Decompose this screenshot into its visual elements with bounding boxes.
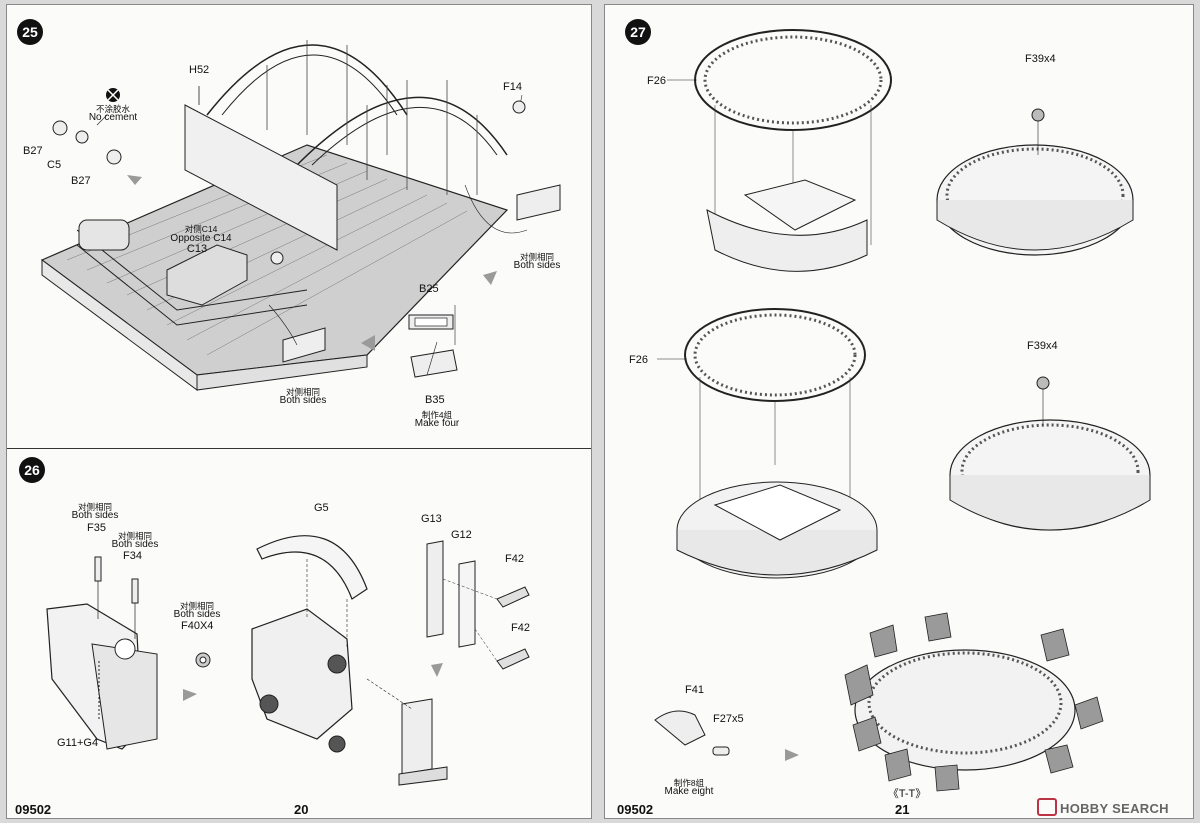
step-25-illustration (40, 40, 561, 391)
step-25-badge: 25 (17, 19, 43, 45)
label-f26-b: F26 (629, 354, 648, 366)
label-g11g4: G11+G4 (57, 737, 99, 749)
label-26-both-sides-zh-c: 对侧相同 (179, 601, 215, 611)
label-26-both-sides-en-c: Both sides (173, 609, 221, 620)
label-g5: G5 (314, 502, 329, 514)
label-h52: H52 (189, 64, 210, 76)
page-number-right: 21 (895, 802, 910, 817)
label-b25: B25 (419, 283, 439, 295)
label-make-eight-zh: 制作8组 (673, 778, 705, 788)
label-f14: F14 (503, 81, 522, 93)
label-b35: B35 (425, 394, 445, 406)
step-26-badge: 26 (19, 457, 45, 483)
label-b27-b: B27 (71, 175, 91, 187)
label-opposite-zh: 对侧C14 (184, 224, 218, 234)
label-tt: 《T-T》 (887, 788, 927, 800)
label-26-both-sides-en-b: Both sides (111, 539, 159, 550)
label-no-cement-zh: 不涂胶水 (95, 104, 131, 114)
label-f40x4: F40X4 (181, 620, 214, 632)
step-26-illustration (46, 535, 530, 786)
label-26-both-sides-zh-b: 对侧相同 (117, 531, 153, 541)
label-opposite-en: Opposite C14 (170, 233, 232, 244)
label-f39x4-a: F39x4 (1025, 53, 1056, 65)
watermark-text: HOBBY SEARCH (1060, 801, 1169, 816)
manual-page-left: 25 (6, 4, 592, 819)
step-divider (7, 448, 591, 449)
label-make-eight-en: Make eight (664, 786, 714, 797)
manual-page-right: 27 (604, 4, 1194, 819)
label-c5: C5 (47, 159, 62, 171)
label-f42-a: F42 (505, 553, 524, 565)
label-f26-a: F26 (647, 75, 666, 87)
label-g13: G13 (421, 513, 442, 525)
label-make-four-en: Make four (414, 418, 460, 429)
manual-code-right: 09502 (617, 802, 654, 817)
label-both-sides-zh-a: 对侧相同 (519, 252, 555, 262)
label-both-sides-en-a: Both sides (513, 260, 561, 271)
label-26-both-sides-zh-a: 对侧相同 (77, 502, 113, 512)
label-f39x4-b: F39x4 (1027, 340, 1058, 352)
hobby-search-logo-icon (1037, 798, 1057, 816)
page-number-left: 20 (294, 802, 309, 817)
label-no-cement-en: No cement (88, 112, 138, 123)
label-f34: F34 (123, 550, 142, 562)
label-f41: F41 (685, 684, 704, 696)
step-27-badge: 27 (625, 19, 651, 45)
label-c13: C13 (186, 243, 208, 255)
label-g12: G12 (451, 529, 472, 541)
step-27-illustration (654, 29, 1151, 792)
hobby-search-watermark: HOBBY SEARCH (1037, 798, 1169, 816)
label-both-sides-zh-b: 对侧相同 (285, 387, 321, 397)
label-f35: F35 (87, 522, 106, 534)
label-26-both-sides-en-a: Both sides (71, 510, 119, 521)
label-make-four-zh: 制作4组 (421, 410, 453, 420)
label-f27x5: F27x5 (713, 713, 744, 725)
manual-code-left: 09502 (15, 802, 52, 817)
label-f42-b: F42 (511, 622, 530, 634)
label-both-sides-en-b: Both sides (279, 395, 327, 406)
label-b27-a: B27 (23, 145, 43, 157)
